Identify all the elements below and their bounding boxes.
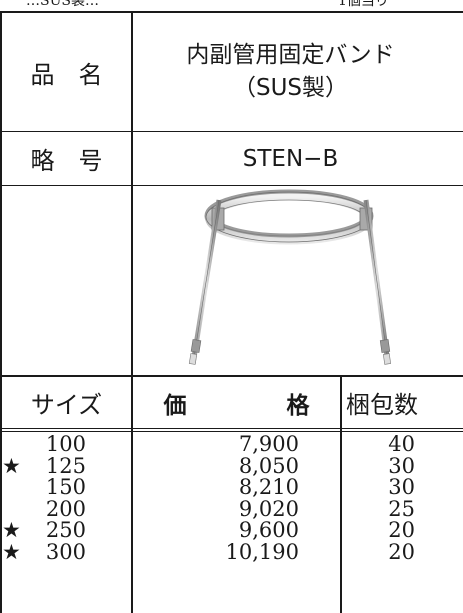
- size-value: 200: [45, 496, 86, 521]
- vline-left: [0, 11, 2, 613]
- size-value: 300: [45, 539, 86, 564]
- pack-cell: 30: [388, 453, 415, 478]
- price-cell: 9,020: [238, 496, 299, 521]
- column-price-b: 格: [286, 392, 310, 419]
- name-label: 品名: [2, 13, 131, 131]
- product-name: 内副管用固定バンド （SUS製）: [133, 13, 448, 131]
- right-rod-tip: [382, 353, 392, 365]
- size-value: 100: [45, 432, 86, 456]
- product-name-line2: （SUS製）: [232, 75, 349, 101]
- price-cell: 7,900: [238, 432, 299, 456]
- divider-header: [0, 428, 463, 429]
- pack-cell: 40: [388, 432, 415, 456]
- price-cell: 10,190: [225, 539, 299, 564]
- code-label-a: 略: [30, 147, 55, 175]
- price-cell: 8,050: [238, 453, 299, 478]
- price-cell: 9,600: [238, 518, 299, 542]
- caption-right: 1個当り: [338, 0, 389, 9]
- divider-image: [0, 375, 463, 377]
- pack-cell: 30: [388, 475, 415, 499]
- name-label-b: 名: [78, 60, 103, 89]
- left-rod-tip: [188, 353, 198, 365]
- column-pack: 梱包数: [346, 391, 418, 419]
- left-nut: [190, 339, 202, 353]
- code-value: STEN−B: [242, 145, 339, 172]
- column-size: サイズ: [30, 391, 103, 419]
- star-mark: ★: [2, 453, 21, 478]
- size-cell: 200: [0, 496, 132, 521]
- code-label: 略号: [2, 132, 131, 185]
- size-cell: ★ 300: [0, 539, 132, 564]
- size-value: 250: [45, 518, 86, 542]
- code-label-b: 号: [78, 147, 103, 175]
- size-cell: 100: [0, 432, 132, 456]
- vline-label: [131, 11, 133, 613]
- divider-name: [0, 131, 463, 132]
- size-cell: ★ 250: [0, 518, 132, 542]
- pipe-fixing-band-illustration: [188, 189, 392, 365]
- column-price-a: 価: [163, 392, 187, 419]
- divider-code: [0, 185, 463, 186]
- star-mark: ★: [2, 518, 21, 542]
- size-cell: 150: [0, 475, 132, 499]
- star-mark: ★: [2, 539, 21, 564]
- top-caption: …SUS製… 1個当り: [0, 0, 463, 8]
- vline-price: [340, 375, 342, 613]
- product-name-line1: 内副管用固定バンド: [186, 42, 395, 68]
- price-cell: 8,210: [238, 475, 299, 499]
- pack-cell: 20: [388, 518, 415, 542]
- pack-cell: 25: [388, 496, 415, 521]
- band-ring-inner: [213, 199, 365, 237]
- size-cell: ★ 125: [0, 453, 132, 478]
- size-value: 150: [45, 475, 86, 499]
- right-nut: [379, 339, 391, 353]
- divider-header-2: [0, 431, 463, 432]
- left-rod-outline: [192, 199, 220, 365]
- name-label-a: 品: [30, 60, 55, 89]
- right-rod-outline: [365, 199, 389, 365]
- pack-cell: 20: [388, 539, 415, 564]
- caption-left: …SUS製…: [26, 0, 99, 9]
- column-price: 価格: [133, 377, 340, 428]
- table-border-top: [0, 11, 463, 13]
- size-value: 125: [45, 453, 86, 478]
